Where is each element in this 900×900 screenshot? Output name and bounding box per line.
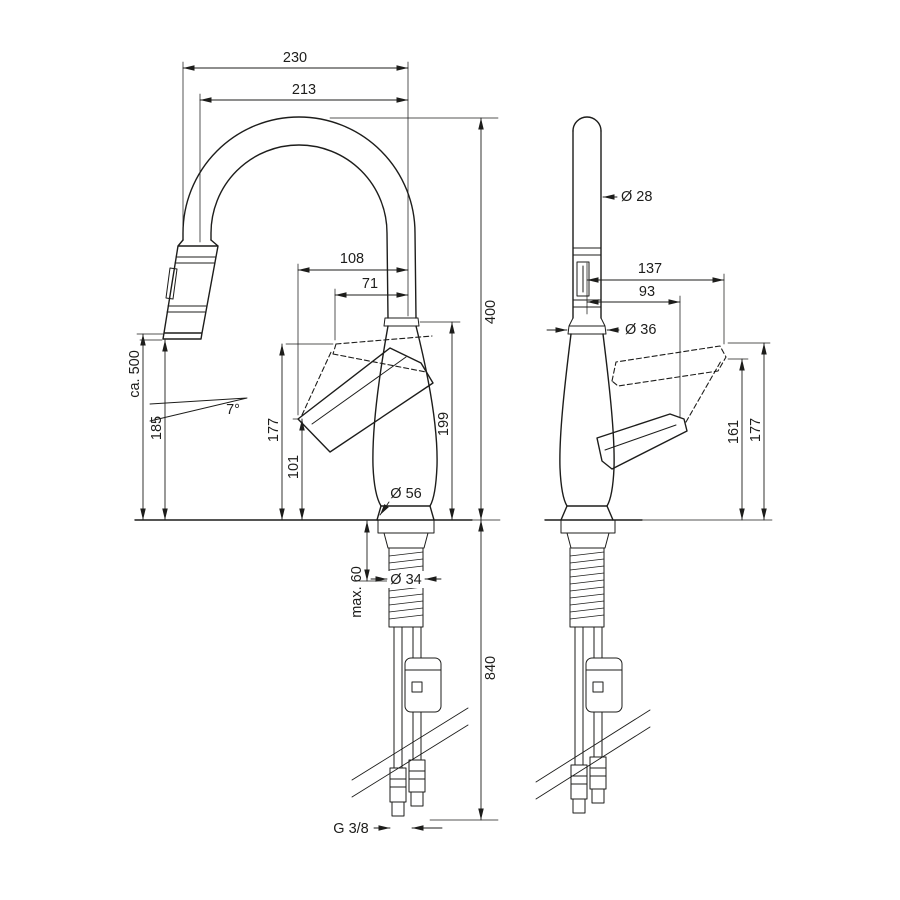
dim-thread-size: G 3/8 (333, 821, 443, 837)
body-right-edge (415, 325, 438, 507)
dim-label-230: 230 (283, 50, 307, 66)
front-view-faucet-outline (162, 116, 438, 521)
dim-label-93: 93 (639, 284, 655, 300)
dim-spout-reach: 213 (199, 82, 409, 243)
dim-handle-height: 101 (286, 418, 305, 521)
dim-spout-diameter: Ø 28 (602, 189, 652, 205)
hose-nut-right (410, 791, 424, 807)
spray-bands-side (572, 247, 602, 308)
body-left-edge (372, 325, 389, 507)
dim-side-handle-height: 161 (726, 358, 749, 521)
handle-lever (297, 347, 434, 453)
escutcheon (376, 505, 435, 521)
side-view-handle-raised-dashed (611, 345, 727, 423)
spray-head (162, 239, 219, 340)
front-view-handle-raised-dashed (301, 335, 433, 416)
gooseneck-inner (210, 144, 389, 319)
spray-head-bands (166, 256, 217, 313)
dim-handle-reach: 71 (334, 276, 409, 341)
dim-spout-reach-overall: 230 (182, 50, 409, 229)
dim-label-213: 213 (292, 82, 316, 98)
supply-hose-right (412, 626, 422, 761)
side-view-under-counter (535, 519, 651, 814)
break-lines (351, 707, 469, 798)
dim-label-840: 840 (483, 656, 499, 680)
mounting-flange (377, 519, 435, 534)
dim-shank-diameter: Ø 34 (370, 571, 442, 588)
body-left-edge-side (559, 333, 572, 507)
dim-side-handle-reach-raised: 137 (586, 261, 725, 345)
dim-label-177-side: 177 (748, 418, 764, 442)
dim-label-7deg: 7° (226, 402, 240, 418)
escutcheon-side (560, 505, 614, 521)
side-view-faucet-outline (559, 116, 688, 521)
hose-fitting-right (408, 759, 426, 793)
mounting-nut (383, 532, 429, 549)
dim-side-handle-reach: 93 (586, 284, 681, 419)
supply-hose-left (393, 626, 403, 769)
spout-cap (572, 116, 602, 132)
dim-label-d56: Ø 56 (390, 486, 421, 502)
dim-label-101: 101 (286, 455, 302, 479)
dim-handle-reach-raised: 108 (297, 251, 409, 416)
front-view-under-counter (351, 519, 469, 817)
gooseneck-outer (182, 116, 417, 319)
dim-label-71: 71 (362, 276, 378, 292)
dim-base-diameter: Ø 56 (379, 486, 422, 516)
dim-label-d34: Ø 34 (390, 572, 421, 588)
spout-column (572, 130, 602, 319)
dim-label-d36: Ø 36 (625, 322, 656, 338)
joint-band-side (567, 317, 607, 335)
dim-hose-pullout: ca. 500 (127, 333, 164, 521)
dim-label-ca500: ca. 500 (127, 350, 143, 398)
spray-button (165, 267, 178, 300)
dim-hose-length: 840 (429, 519, 499, 821)
dim-total-height: 400 (329, 117, 499, 521)
dim-handle-height-raised: 177 (266, 343, 334, 521)
dim-label-185: 185 (149, 416, 165, 440)
check-valve-block (404, 657, 442, 713)
spout-joint (383, 317, 420, 327)
dim-joint-diameter: Ø 36 (546, 322, 656, 338)
dim-deck-thickness: max. 60 (349, 520, 388, 618)
hose-nut-left (391, 801, 405, 817)
dim-label-137: 137 (638, 261, 662, 277)
dim-label-400: 400 (483, 300, 499, 324)
hose-fitting-left (389, 767, 407, 803)
dim-outlet-height: 185 (139, 339, 168, 521)
dim-body-height: 199 (419, 321, 461, 521)
dim-label-g38: G 3/8 (333, 821, 368, 837)
check-valve-detail (411, 681, 423, 693)
handle-lever-inner-line (311, 356, 407, 425)
handle-lever-side (596, 413, 688, 470)
dim-label-max60: max. 60 (349, 566, 365, 618)
dim-spray-angle: 7° (149, 397, 248, 422)
dim-side-handle-height-raised: 177 (727, 342, 771, 521)
body-right-edge-side (602, 333, 615, 507)
dim-label-108: 108 (340, 251, 364, 267)
dim-label-177-front: 177 (266, 418, 282, 442)
dim-label-d28: Ø 28 (621, 189, 652, 205)
dim-label-161: 161 (726, 420, 742, 444)
dim-label-199: 199 (436, 412, 452, 436)
